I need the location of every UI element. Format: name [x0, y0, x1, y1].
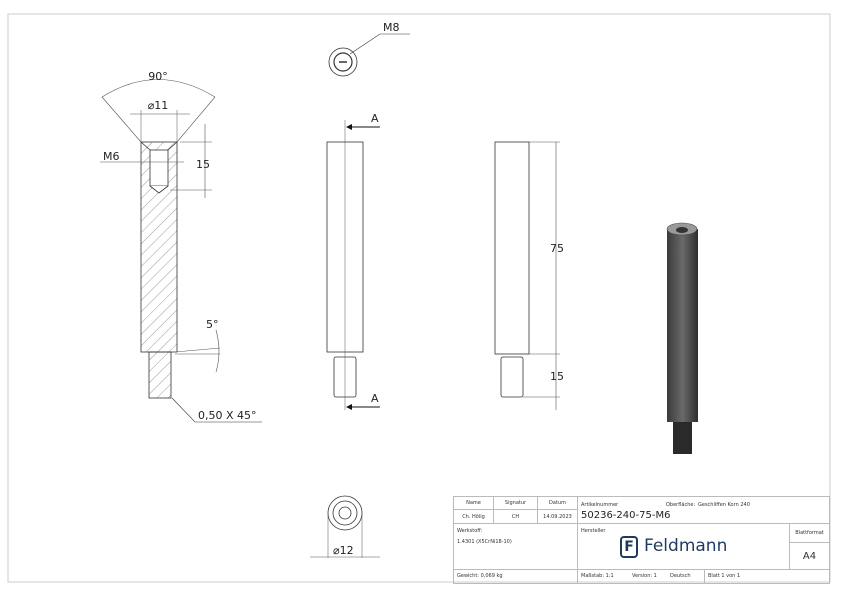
weight: Gewicht: 0,069 kg	[454, 570, 578, 583]
brand-name: Feldmann	[644, 536, 728, 556]
surface-label: Oberfläche:	[666, 502, 696, 508]
version: Version: 1	[632, 573, 657, 579]
isometric-render	[666, 222, 698, 454]
angle-label: 90°	[148, 70, 168, 83]
date-value: 14.09.2023	[538, 510, 578, 524]
material-cell: Werkstoff: 1.4301 (X5CrNi18-10)	[454, 524, 578, 570]
sheet-format: A4	[790, 543, 829, 570]
taper-label: 5°	[206, 318, 219, 331]
side-view: 75 15	[494, 141, 564, 410]
header-name: Name	[454, 497, 494, 510]
front-view: A A	[326, 112, 380, 410]
header-signature: Signatur	[494, 497, 538, 510]
article-number-label: Artikelnummer	[581, 502, 619, 508]
length-label: 75	[550, 242, 564, 255]
language: Deutsch	[670, 573, 691, 579]
title-block: Name Signatur Datum Ch. Hölig CH 14.09.2…	[453, 496, 830, 584]
divider	[704, 570, 705, 583]
thread-length-label: 15	[550, 370, 564, 383]
sheet-number: Blatt 1 von 1	[708, 573, 741, 579]
header-date: Datum	[538, 497, 578, 510]
article-cell: Artikelnummer 50236-240-75-M6 Oberfläche…	[578, 497, 829, 524]
section-marker-top: A	[371, 112, 379, 125]
depth-label: 15	[196, 158, 210, 171]
bottom-diameter-label: ⌀12	[333, 544, 354, 557]
name-value: Ch. Hölig	[454, 510, 494, 524]
sheet-format-label: Blattformat	[790, 524, 829, 543]
feldmann-logo-icon: F	[620, 536, 638, 558]
article-number: 50236-240-75-M6	[581, 510, 671, 521]
scale: Maßstab: 1:1	[581, 573, 614, 579]
material-value: 1.4301 (X5CrNi18-10)	[457, 539, 512, 545]
chamfer-label: 0,50 X 45°	[198, 409, 257, 422]
thread-label: M6	[103, 150, 120, 163]
manufacturer-cell: Hersteller F Feldmann	[578, 524, 790, 570]
section-view: 90° ⌀11 M6 15 5° 0,50 X 45°	[100, 70, 262, 423]
surface-value: Geschliffen Korn 240	[698, 502, 750, 508]
top-view: M8	[328, 21, 410, 77]
m8-label: M8	[383, 21, 400, 34]
signature-value: CH	[494, 510, 538, 524]
diameter-label: ⌀11	[148, 99, 169, 112]
material-label: Werkstoff:	[457, 528, 483, 534]
section-marker-bottom: A	[371, 392, 379, 405]
manufacturer-label: Hersteller	[581, 528, 606, 534]
bottom-view: ⌀12	[310, 495, 380, 558]
